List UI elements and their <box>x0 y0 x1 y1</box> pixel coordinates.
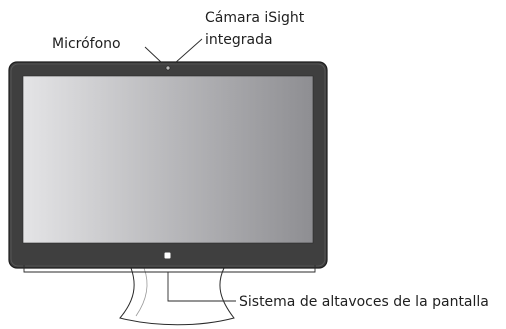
speaker-bracket <box>23 265 316 273</box>
bezel-button-icon <box>164 252 171 259</box>
camera-lens <box>165 65 171 71</box>
microphone-leader-line <box>144 46 163 64</box>
microphone-label: Micrófono <box>52 36 121 52</box>
monitor-screen <box>22 75 314 244</box>
camera-leader-line <box>174 38 203 64</box>
camera-label-line1: Cámara iSight <box>205 10 305 26</box>
speakers-label: Sistema de altavoces de la pantalla <box>239 294 489 310</box>
speaker-leader-line <box>167 272 236 302</box>
monitor-stand <box>119 267 235 326</box>
camera-label-line2: integrada <box>205 32 273 48</box>
bezel-highlight <box>10 63 326 267</box>
